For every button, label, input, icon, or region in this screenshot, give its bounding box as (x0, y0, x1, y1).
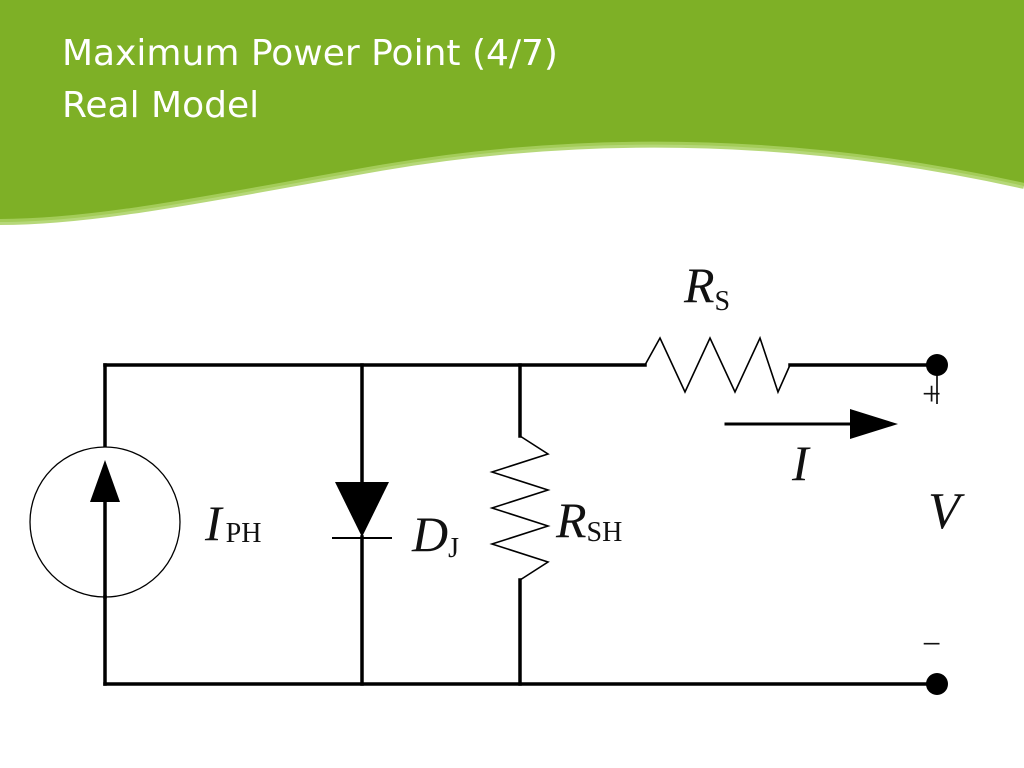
plus-label: + (922, 376, 941, 413)
voltage-label: V (928, 483, 965, 540)
negative-terminal (926, 673, 948, 695)
diode-triangle (335, 482, 389, 537)
current-source-arrow-head (90, 460, 120, 502)
diode-label: DJ (411, 506, 459, 564)
shunt-resistor-label: RSH (555, 492, 622, 548)
shunt-resistor-subscript: SH (587, 517, 623, 548)
diode-subscript: J (448, 533, 459, 564)
series-resistor-symbol: R (683, 257, 715, 313)
slide-title: Maximum Power Point (4/7) (62, 33, 558, 74)
header-band (0, 0, 1024, 225)
photocurrent-subscript: PH (226, 518, 262, 549)
header-background (0, 0, 1024, 222)
photocurrent-symbol: I (204, 495, 224, 551)
series-resistor-label: RS (683, 257, 730, 317)
minus-label: − (922, 626, 941, 663)
shunt-resistor-symbol: R (555, 492, 587, 548)
series-resistor-subscript: S (715, 286, 731, 317)
shunt-resistor-zigzag (489, 435, 551, 581)
current-arrow-head (850, 409, 898, 439)
diode-symbol: D (411, 506, 448, 562)
header-wave-highlight (0, 141, 1024, 225)
series-resistor-zigzag (644, 335, 791, 395)
title-block: Maximum Power Point (4/7) Real Model (62, 28, 558, 132)
slide-subtitle: Real Model (62, 85, 260, 126)
current-label: I (791, 435, 811, 491)
